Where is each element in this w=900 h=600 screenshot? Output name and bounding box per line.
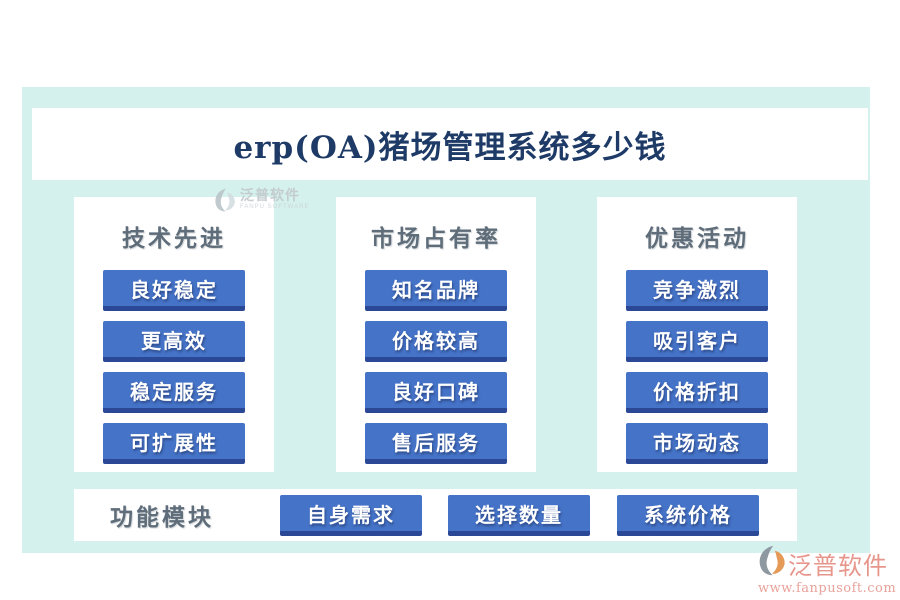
feature-button[interactable]: 良好口碑 [365, 372, 507, 413]
bottom-bar-label: 功能模块 [110, 504, 214, 530]
card-promotions: 优惠活动 竞争激烈 吸引客户 价格折扣 市场动态 [597, 197, 797, 472]
card-market-share-header: 市场占有率 [371, 225, 501, 251]
watermark-top-subtext: FANPU SOFTWARE [240, 204, 310, 210]
feature-button[interactable]: 吸引客户 [626, 321, 768, 362]
watermark-bottom-url: www.fanpusoft.com [758, 581, 897, 596]
feature-button[interactable]: 售后服务 [365, 423, 507, 464]
card-technology: 技术先进 良好稳定 更高效 稳定服务 可扩展性 [74, 197, 274, 472]
feature-button[interactable]: 良好稳定 [103, 270, 245, 311]
watermark-top-brand: 泛普软件 [240, 187, 300, 203]
bottom-bar: 功能模块 自身需求 选择数量 系统价格 [74, 489, 797, 541]
fanpu-logo-icon [214, 188, 236, 217]
feature-button[interactable]: 系统价格 [617, 495, 759, 536]
feature-button[interactable]: 市场动态 [626, 423, 768, 464]
card-promotions-buttons: 竞争激烈 吸引客户 价格折扣 市场动态 [597, 270, 797, 464]
watermark-top: 泛普软件 FANPU SOFTWARE [214, 188, 309, 217]
card-promotions-header: 优惠活动 [645, 225, 749, 251]
feature-button[interactable]: 自身需求 [280, 495, 422, 536]
feature-button[interactable]: 更高效 [103, 321, 245, 362]
title-bar: erp(OA)猪场管理系统多少钱 [32, 108, 868, 180]
feature-button[interactable]: 价格折扣 [626, 372, 768, 413]
feature-button[interactable]: 价格较高 [365, 321, 507, 362]
card-technology-header: 技术先进 [122, 225, 226, 251]
feature-button[interactable]: 知名品牌 [365, 270, 507, 311]
feature-button[interactable]: 选择数量 [448, 495, 590, 536]
card-market-share-buttons: 知名品牌 价格较高 良好口碑 售后服务 [336, 270, 536, 464]
card-technology-buttons: 良好稳定 更高效 稳定服务 可扩展性 [74, 270, 274, 464]
card-market-share: 市场占有率 知名品牌 价格较高 良好口碑 售后服务 [336, 197, 536, 472]
watermark-bottom: 泛普软件 www.fanpusoft.com [758, 545, 897, 596]
fanpu-logo-icon [758, 545, 786, 581]
feature-button[interactable]: 竞争激烈 [626, 270, 768, 311]
page-title: erp(OA)猪场管理系统多少钱 [233, 129, 667, 166]
feature-button[interactable]: 可扩展性 [103, 423, 245, 464]
watermark-bottom-brand: 泛普软件 [788, 551, 888, 580]
feature-button[interactable]: 稳定服务 [103, 372, 245, 413]
